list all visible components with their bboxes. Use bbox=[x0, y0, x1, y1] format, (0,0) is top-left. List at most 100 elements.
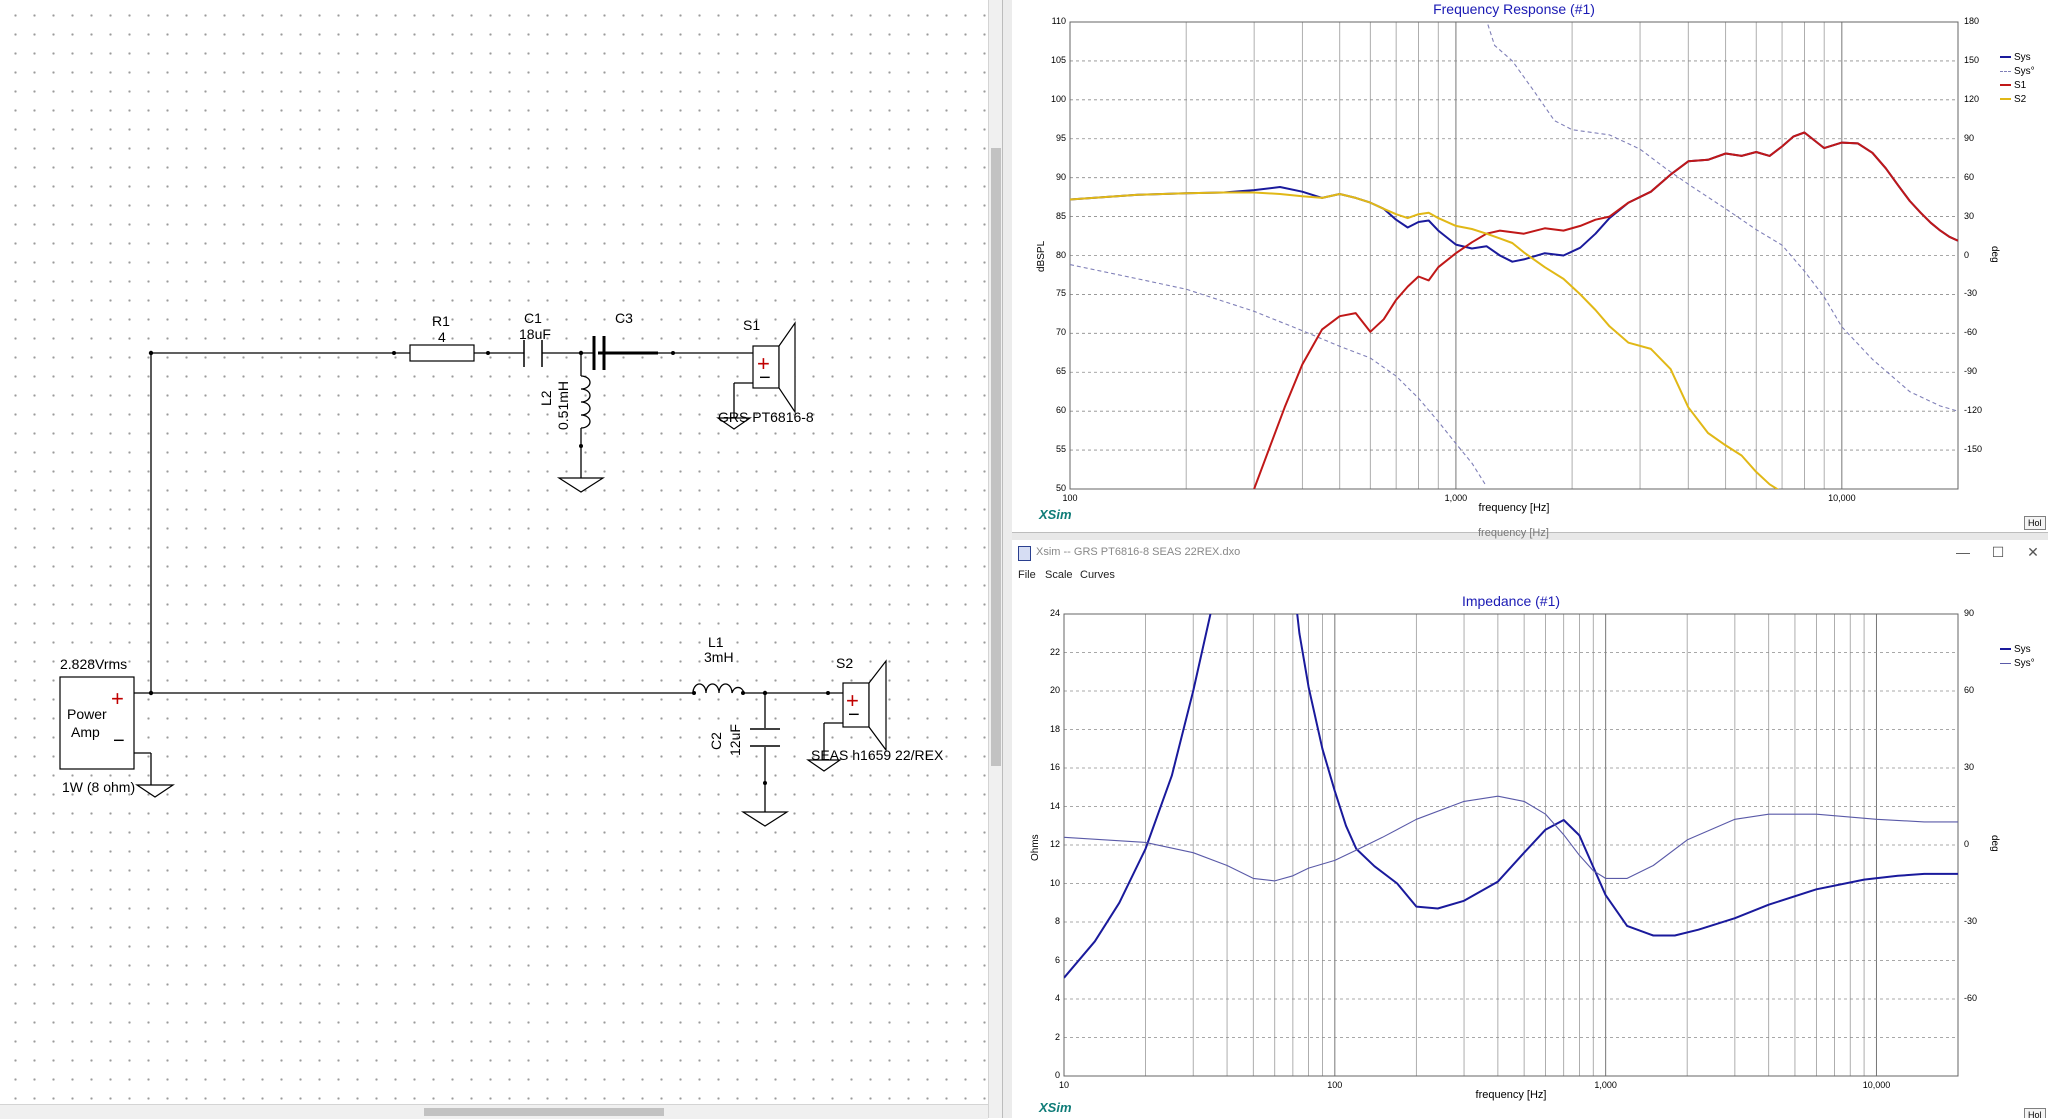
minimize-button[interactable]: — bbox=[1956, 544, 1970, 560]
y-axis-label: Ohms bbox=[1030, 834, 1041, 861]
chart-title: Frequency Response (#1) bbox=[1433, 1, 1595, 17]
xsim-watermark: XSim bbox=[1039, 1100, 1072, 1115]
c1-value: 18uF bbox=[519, 326, 551, 342]
legend-entry[interactable]: Sys° bbox=[2000, 656, 2035, 670]
schematic-horizontal-scrollbar[interactable] bbox=[0, 1104, 988, 1119]
y2-tick-label: -30 bbox=[1964, 288, 1978, 299]
menu-file[interactable]: File bbox=[1018, 569, 1036, 581]
y-tick-label: 90 bbox=[1055, 171, 1066, 182]
s2-symbol bbox=[842, 659, 887, 752]
legend-swatch bbox=[2000, 56, 2011, 58]
y-tick-label: 0 bbox=[1054, 1070, 1060, 1080]
c3-name: C3 bbox=[615, 310, 633, 326]
window-titlebar[interactable]: Xsim -- GRS PT6816-8 SEAS 22REX.dxo — ☐ … bbox=[1012, 540, 2048, 567]
y-tick-label: 75 bbox=[1055, 288, 1066, 299]
y-tick-label: 100 bbox=[1050, 93, 1066, 104]
l1-value: 3mH bbox=[704, 649, 734, 665]
c2-name: C2 bbox=[708, 732, 724, 750]
y2-tick-label: -30 bbox=[1964, 916, 1978, 926]
r1-symbol bbox=[409, 344, 475, 362]
y2-tick-label: -60 bbox=[1964, 993, 1978, 1003]
c2-symbol bbox=[750, 728, 780, 747]
y2-tick-label: -60 bbox=[1964, 327, 1978, 338]
l2-symbol bbox=[580, 375, 591, 429]
y2-tick-label: 90 bbox=[1964, 608, 1975, 618]
l2-name: L2 bbox=[538, 390, 554, 406]
amp-plus-icon: + bbox=[111, 686, 124, 711]
c1-symbol bbox=[523, 340, 543, 367]
legend-label: S1 bbox=[2014, 79, 2027, 91]
schematic-vertical-scrollbar[interactable] bbox=[988, 0, 1003, 1118]
legend-swatch bbox=[2000, 662, 2011, 664]
legend-swatch bbox=[2000, 70, 2011, 72]
c2-value: 12uF bbox=[727, 724, 743, 756]
scrollbar-thumb[interactable] bbox=[424, 1108, 664, 1116]
legend-entry[interactable]: S2 bbox=[2000, 92, 2035, 106]
plot-frame bbox=[1069, 21, 1959, 490]
s2-plus-icon: + bbox=[846, 688, 859, 713]
s1-name: S1 bbox=[743, 317, 761, 333]
x-tick-label: 100 bbox=[1327, 1080, 1343, 1090]
y2-tick-label: 30 bbox=[1964, 210, 1975, 221]
schematic-canvas[interactable]: 2.828Vrms Power Amp + − 1W (8 ohm) R1 4 … bbox=[0, 0, 988, 1118]
series-line-sys bbox=[1064, 614, 1958, 979]
legend-entry[interactable]: Sys bbox=[2000, 50, 2035, 64]
y2-axis-label: deg bbox=[1989, 245, 2000, 263]
series-line-sys bbox=[1070, 131, 1958, 263]
y2-tick-label: 90 bbox=[1964, 132, 1975, 143]
s2-model: SEAS h1659 22/REX bbox=[811, 747, 944, 763]
amp-label-line2: Amp bbox=[71, 724, 100, 740]
close-button[interactable]: ✕ bbox=[2027, 544, 2039, 560]
y-tick-label: 22 bbox=[1049, 646, 1060, 657]
y2-tick-label: 60 bbox=[1964, 685, 1975, 695]
legend-entry[interactable]: S1 bbox=[2000, 78, 2035, 92]
y2-axis-label: deg bbox=[1989, 835, 2000, 852]
chart-title: Impedance (#1) bbox=[1461, 593, 1561, 609]
s1-model: GRS PT6816-8 bbox=[718, 409, 814, 425]
y2-tick-label: 30 bbox=[1964, 762, 1975, 772]
y2-tick-label: -120 bbox=[1964, 405, 1983, 416]
series-line-sys-phase bbox=[1070, 264, 1487, 487]
y2-tick-label: -150 bbox=[1964, 444, 1983, 455]
y-tick-label: 70 bbox=[1055, 327, 1066, 338]
y-tick-label: 50 bbox=[1055, 483, 1066, 493]
l2-value: 0.51mH bbox=[555, 380, 571, 430]
window-title: Xsim -- GRS PT6816-8 SEAS 22REX.dxo bbox=[1036, 546, 1241, 558]
x-tick-label: 100 bbox=[1062, 493, 1078, 503]
plot-svg bbox=[1069, 21, 1959, 490]
legend-entry[interactable]: Sys° bbox=[2000, 64, 2035, 78]
s2-name: S2 bbox=[836, 655, 854, 671]
menu-curves[interactable]: Curves bbox=[1080, 569, 1115, 581]
y-tick-label: 12 bbox=[1049, 839, 1060, 849]
maximize-button[interactable]: ☐ bbox=[1991, 544, 2005, 560]
y-tick-label: 80 bbox=[1055, 249, 1066, 260]
x-tick-label: 10,000 bbox=[1862, 1080, 1891, 1090]
y-tick-label: 95 bbox=[1055, 132, 1066, 143]
y-tick-label: 85 bbox=[1055, 210, 1066, 221]
x-tick-label: 10 bbox=[1058, 1080, 1070, 1090]
plot-frame bbox=[1063, 613, 1959, 1077]
y-tick-label: 8 bbox=[1054, 916, 1060, 926]
y-tick-label: 4 bbox=[1054, 993, 1060, 1003]
y-tick-label: 24 bbox=[1049, 608, 1060, 618]
hold-button[interactable]: Hol bbox=[2024, 516, 2046, 530]
y2-tick-label: 150 bbox=[1964, 54, 1980, 65]
y-tick-label: 55 bbox=[1055, 444, 1066, 455]
legend-label: Sys bbox=[2014, 643, 2031, 655]
y2-tick-label: 0 bbox=[1964, 249, 1970, 260]
hold-button[interactable]: Hol bbox=[2024, 1108, 2046, 1118]
plot-svg bbox=[1063, 613, 1959, 1077]
s2-minus-icon: − bbox=[848, 704, 860, 726]
legend-entry[interactable]: Sys bbox=[2000, 642, 2035, 656]
menu-scale[interactable]: Scale bbox=[1045, 569, 1073, 581]
y-tick-label: 105 bbox=[1050, 54, 1066, 65]
y2-tick-label: 120 bbox=[1964, 93, 1980, 104]
legend-label: Sys° bbox=[2014, 65, 2035, 77]
y2-tick-label: -90 bbox=[1964, 366, 1978, 377]
scrollbar-thumb[interactable] bbox=[991, 148, 1001, 766]
